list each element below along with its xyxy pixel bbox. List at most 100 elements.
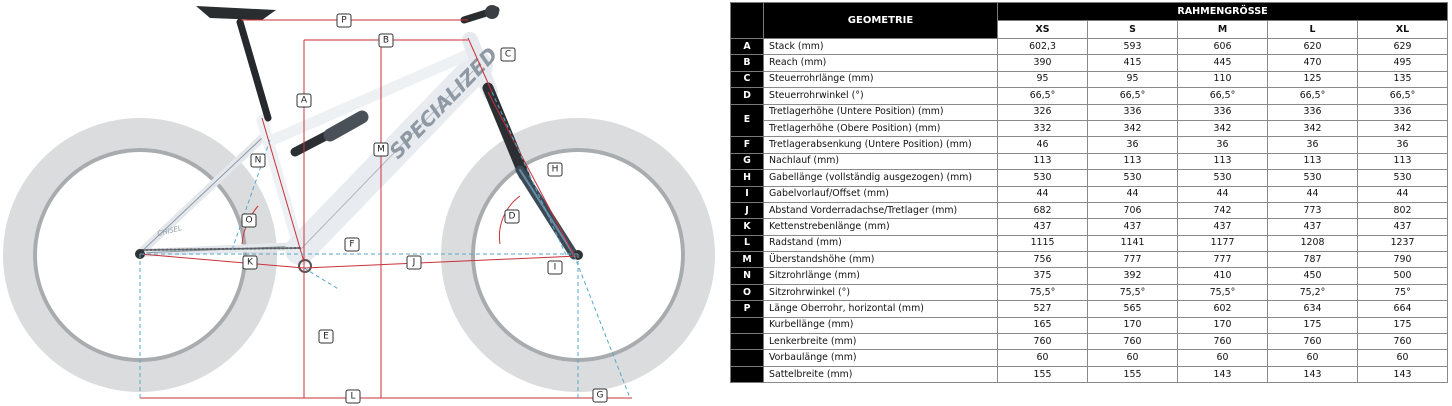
callout-f: F [344,237,360,252]
row-label: Überstandshöhe (mm) [763,251,998,269]
row-value: 113 [1356,152,1449,171]
row-value: 1237 [1356,234,1449,253]
row-value: 44 [1177,185,1268,203]
row-value: 527 [997,300,1088,318]
row-value: 110 [1177,70,1268,89]
row-value: 602 [1177,300,1268,318]
svg-text:A: A [301,96,308,106]
row-value: 143 [1356,365,1449,384]
row-letter: J [730,201,764,220]
row-value: 802 [1356,201,1449,220]
row-value: 602,3 [997,37,1088,56]
row-value: 445 [1177,54,1268,72]
svg-text:N: N [255,156,262,166]
callout-i: I [547,260,563,275]
size-xl: XL [1356,20,1449,39]
row-value: 777 [1177,251,1268,269]
size-s: S [1087,20,1178,39]
row-letter [730,349,764,367]
row-value: 113 [997,152,1088,171]
row-value: 706 [1087,201,1178,220]
row-value: 44 [1087,185,1178,203]
row-value: 113 [1267,152,1358,171]
row-letter: I [730,185,764,203]
row-letter [730,333,764,351]
row-value: 143 [1267,365,1358,384]
row-value: 530 [1087,169,1178,187]
row-value: 530 [1177,169,1268,187]
callout-a: A [296,93,312,108]
row-value: 66,5° [1177,87,1268,105]
row-value: 1115 [997,234,1088,253]
row-value: 66,5° [1356,87,1449,105]
callout-tags: P B C A M N H O D F K J I E L G [241,13,608,404]
row-value: 125 [1267,70,1358,89]
row-label: Sattelbreite (mm) [763,365,998,384]
row-letter [730,365,764,384]
row-label: Sitzrohrwinkel (°) [763,283,998,302]
row-value: 175 [1267,316,1358,335]
row-label: Sitzrohrlänge (mm) [763,267,998,285]
callout-o: O [241,213,257,228]
row-label: Nachlauf (mm) [763,152,998,171]
row-value: 36 [1177,136,1268,154]
row-letter: H [730,169,764,187]
svg-text:P: P [341,16,347,26]
svg-text:M: M [377,145,385,155]
row-value: 36 [1267,136,1358,154]
header-corner [730,2,764,39]
row-value: 336 [1177,103,1268,121]
row-value: 60 [1267,349,1358,367]
row-value: 75,5° [1087,283,1178,302]
row-value: 620 [1267,37,1358,56]
row-value: 60 [1356,349,1449,367]
row-value: 44 [1356,185,1449,203]
row-label: Tretlagerhöhe (Obere Position) (mm) [763,119,998,138]
row-letter: M [730,251,764,269]
row-value: 682 [997,201,1088,220]
row-value: 75,5° [997,283,1088,302]
row-letter: O [730,283,764,302]
svg-text:K: K [247,258,254,268]
row-value: 342 [1087,119,1178,138]
svg-text:G: G [597,391,604,401]
row-label: Tretlagerabsenkung (Untere Position) (mm… [763,136,998,154]
callout-h: H [547,162,563,177]
svg-text:B: B [383,36,389,46]
size-xs: XS [997,20,1088,39]
row-value: 777 [1087,251,1178,269]
row-value: 760 [1087,333,1178,351]
row-value: 437 [1087,218,1178,236]
size-l: L [1267,20,1358,39]
row-label: Lenkerbreite (mm) [763,333,998,351]
row-label: Länge Oberrohr, horizontal (mm) [763,300,998,318]
row-label: Reach (mm) [763,54,998,72]
row-label: Steuerrohrwinkel (°) [763,87,998,105]
row-value: 392 [1087,267,1178,285]
row-letter: C [730,70,764,89]
svg-text:H: H [552,165,559,175]
row-value: 760 [997,333,1088,351]
table-header-row: GEOMETRIE RAHMENGRÖSSE [730,2,1449,39]
row-label: Vorbaulänge (mm) [763,349,998,367]
row-letter: A [730,37,764,56]
row-value: 170 [1087,316,1178,335]
callout-d: D [504,209,520,224]
callout-g: G [592,388,608,403]
row-label: Kettenstrebenlänge (mm) [763,218,998,236]
row-value: 593 [1087,37,1178,56]
row-value: 60 [1087,349,1178,367]
row-value: 760 [1267,333,1358,351]
